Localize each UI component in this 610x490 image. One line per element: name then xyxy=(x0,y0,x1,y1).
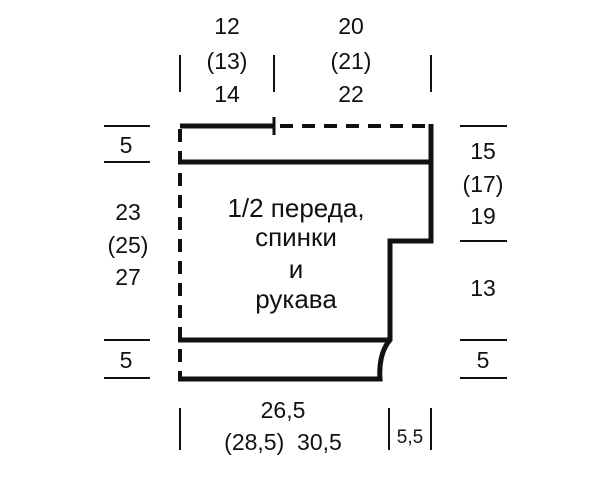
title-line: и xyxy=(289,254,304,284)
dim-bottom-width: (28,5) 30,5 xyxy=(224,429,342,455)
pattern-piece-outline xyxy=(178,117,434,382)
title-block: 1/2 переда, спинки и рукава xyxy=(227,193,364,314)
dim-right-top: (17) xyxy=(463,171,504,197)
dim-left-bottom: 5 xyxy=(120,347,133,373)
title-line: спинки xyxy=(255,222,337,252)
left-dimensions: 5 23 (25) 27 5 xyxy=(104,125,150,379)
dim-right-top: 19 xyxy=(470,203,496,229)
bottom-dimensions: 26,5 (28,5) 30,5 5,5 xyxy=(179,397,432,455)
title-line: рукава xyxy=(255,284,337,314)
dim-top-left: 14 xyxy=(214,81,240,107)
dim-left-top: 5 xyxy=(120,132,133,158)
top-dimensions: 12 (13) 14 20 (21) 22 xyxy=(179,13,432,107)
title-line: 1/2 переда, xyxy=(227,193,364,223)
dim-top-right: 20 xyxy=(338,13,364,39)
dim-top-left: (13) xyxy=(207,48,248,74)
dim-right-bottom: 5 xyxy=(477,347,490,373)
dim-top-right: 22 xyxy=(338,81,364,107)
right-dimensions: 15 (17) 19 13 5 xyxy=(460,125,507,379)
dim-top-right: (21) xyxy=(331,48,372,74)
dim-right-middle: 13 xyxy=(470,275,496,301)
dim-bottom-step: 5,5 xyxy=(397,427,423,448)
dim-left-middle: 27 xyxy=(115,264,141,290)
outline-right-stepped-edge xyxy=(178,124,434,382)
dim-left-middle: (25) xyxy=(108,232,149,258)
dim-right-top: 15 xyxy=(470,138,496,164)
dim-left-middle: 23 xyxy=(115,199,141,225)
dim-bottom-width: 26,5 xyxy=(261,397,306,423)
dim-top-left: 12 xyxy=(214,13,240,39)
